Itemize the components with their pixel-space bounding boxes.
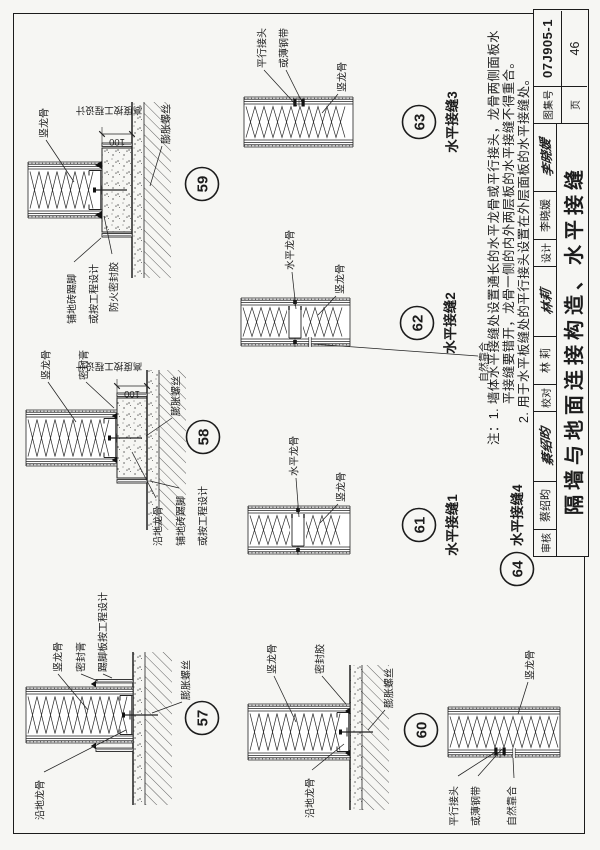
drawing-label: 高度按工程设计: [75, 360, 142, 372]
drawing-label: 膨胀螺丝: [160, 104, 173, 144]
checker-signature: 林莉: [534, 266, 557, 336]
detail-number-circle: [401, 104, 437, 140]
drawing-label: 竖龙骨: [334, 264, 347, 294]
drawing-label: 膨胀螺丝: [180, 660, 193, 700]
note-line-3: 2. 用于水平板缝处的平行接头设置在外层面板的水平接缝处。: [517, 72, 531, 424]
detail-number-circle: [499, 551, 535, 587]
drawing-label: 沿地龙骨: [34, 780, 47, 820]
drawing-label: 踢脚板按工程设计: [97, 592, 110, 672]
drawing-label: 100: [124, 388, 140, 399]
drawing-label: 高度按工程设计: [75, 104, 142, 116]
drawing-label: 自然靠合: [478, 342, 491, 382]
detail-number-circle: [403, 712, 439, 748]
drawing-label: 膨胀螺丝: [383, 668, 396, 708]
drawing-label: 水平龙骨: [288, 436, 301, 476]
drawing-label: 铺地砖踢脚: [175, 496, 188, 546]
page-number: 46: [567, 41, 582, 56]
drawing-label: 密封膏: [75, 642, 88, 672]
checker-label: 校对: [534, 384, 557, 411]
drawing-label: 水平接缝3: [444, 91, 460, 153]
title-block: 审核 蔡绍昀 蔡绍昀 校对 林 莉 林莉 设计 李晓媛 李晓媛 隔墙与地面连接构…: [533, 9, 589, 557]
designer-label: 设计: [534, 239, 557, 266]
drawing-label: 铺地砖踢脚: [66, 274, 79, 324]
drawing-label: 60: [414, 722, 431, 739]
drawing-label: 64: [510, 560, 527, 577]
drawing-label: 100: [109, 136, 125, 147]
designer-signature: 李晓媛: [534, 123, 557, 191]
checker-name: 林 莉: [534, 336, 557, 384]
detail-59: 100 高度按工程设计 竖龙骨铺地砖踢脚或按工程设计防火密封胶 膨胀螺丝 59: [27, 102, 220, 324]
detail-63: 平行接头或薄钢带竖龙骨 63 水平接缝3: [243, 28, 460, 153]
drawing-label: 竖龙骨: [336, 62, 349, 92]
drawing-label: 58: [196, 429, 213, 446]
drawing-label: 沿地龙骨: [304, 778, 317, 818]
drawing-label: 竖龙骨: [52, 642, 65, 672]
designer-name: 李晓媛: [534, 191, 557, 239]
drawing-label: 竖龙骨: [266, 644, 279, 674]
drawing-label: 平行接头: [448, 786, 461, 826]
detail-57: 沿地龙骨 竖龙骨密封膏踢脚板按工程设计膨胀螺丝57: [25, 592, 220, 820]
drawing-label: 密封胶: [314, 644, 327, 674]
drawing-label: 竖龙骨: [40, 350, 53, 380]
drawing-label: 自然靠合: [506, 786, 519, 826]
drawing-label: 防火密封胶: [108, 262, 121, 312]
drawing-label: 或薄钢带: [278, 28, 291, 68]
drawing-label: 或薄钢带: [470, 786, 483, 826]
drawing-label: 或按工程设计: [197, 486, 210, 546]
drawing-label: 竖龙骨: [524, 650, 537, 680]
page-label: 页: [562, 86, 587, 123]
note-line-1: 注：1. 墙体水平接缝处设置通长的水平龙骨或平行接头，龙骨两侧面板水: [487, 30, 501, 445]
atlas-number: 07J905-1: [534, 11, 562, 86]
detail-64: 平行接头或薄钢带 自然靠合 竖龙骨 64 水平接缝4: [448, 484, 561, 826]
drawing-label: 或按工程设计: [88, 264, 101, 324]
drawing-label: 水平龙骨: [284, 230, 297, 270]
drawing-label: 63: [412, 114, 429, 131]
drawing-label: 竖龙骨: [335, 472, 348, 502]
detail-58: 100 高度按工程设计 竖龙骨 密封膏沿地龙骨铺地砖踢脚或按工程设计 膨胀螺丝 58: [25, 350, 221, 546]
detail-number-circle: [184, 166, 220, 202]
note-line-2: 平接缝要错开，龙骨一侧的内外两层板的水平接缝不得重合。: [502, 55, 516, 404]
reviewer-label: 审核: [534, 529, 557, 556]
reviewer-name: 蔡绍昀: [534, 481, 557, 529]
drawing-label: 水平接缝2: [442, 292, 458, 354]
drawing-label: 水平接缝4: [509, 484, 525, 546]
drawing-label: 57: [195, 710, 212, 727]
detail-number-circle: [401, 507, 437, 543]
drawing-label: 61: [412, 517, 429, 534]
drawing-label: 膨胀螺丝: [170, 376, 183, 416]
drawing-label: 竖龙骨: [38, 108, 51, 138]
sheet-title: 隔墙与地面连接构造、水平接缝: [557, 123, 588, 556]
detail-number-circle: [184, 700, 220, 736]
drawing-label: 沿地龙骨: [152, 506, 165, 546]
atlas-number-label: 图集号: [534, 86, 562, 123]
drawing-label: 62: [410, 315, 427, 332]
drawing-label: 水平接缝1: [444, 494, 460, 556]
detail-number-circle: [399, 305, 435, 341]
drawing-label: 密封膏: [78, 350, 91, 380]
reviewer-signature: 蔡绍昀: [534, 411, 557, 481]
detail-number-circle: [185, 419, 221, 455]
drawing-label: 平行接头: [256, 28, 269, 68]
drawing-label: 59: [195, 176, 212, 193]
